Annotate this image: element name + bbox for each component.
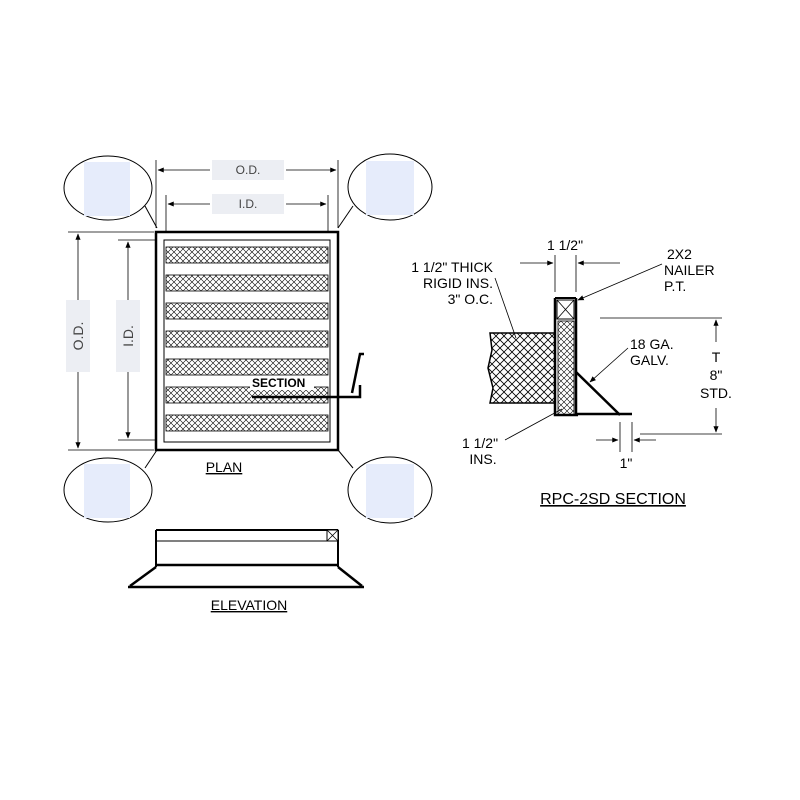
galv-label-line2: GALV.	[630, 352, 669, 368]
insulation-strips	[165, 246, 329, 432]
height-label-line1: T	[712, 349, 721, 365]
callout-ins: 1 1/2" INS.	[462, 408, 563, 467]
curb-wall-insulation	[557, 320, 575, 416]
dim-id-horizontal-label: I.D.	[239, 197, 258, 211]
dim-id-vertical-label: I.D.	[120, 325, 136, 347]
elevation-nailer	[326, 529, 339, 542]
rigid-insulation	[487, 332, 556, 404]
section-cut-marker: SECTION	[250, 352, 364, 399]
section-marker-label: SECTION	[252, 376, 305, 390]
corner-callout-bottom-right	[337, 449, 433, 524]
nailer-2x2	[556, 299, 575, 320]
rigid-label-line3: 3" O.C.	[448, 291, 493, 307]
elevation-title: ELEVATION	[211, 597, 288, 613]
nailer-label-line3: P.T.	[664, 278, 686, 294]
corner-callout-bottom-left	[63, 449, 158, 523]
dim-flange-label: 1"	[620, 455, 633, 471]
insulation-strip	[165, 386, 329, 404]
insulation-strip	[165, 330, 329, 348]
height-label-line3: STD.	[700, 385, 732, 401]
rigid-label-line2: RIGID INS.	[423, 275, 493, 291]
dim-flange: 1"	[596, 422, 656, 471]
dim-id-horizontal: I.D.	[165, 194, 329, 232]
section-title: RPC-2SD SECTION	[540, 491, 686, 508]
corner-callout-top-left	[63, 155, 158, 229]
plan-view: O.D. I.D. O.D. I.D.	[63, 153, 433, 524]
corner-callout-top-right	[337, 153, 433, 229]
insulation-strip	[165, 358, 329, 376]
elevation-view: ELEVATION	[128, 529, 364, 613]
ins-label-line2: INS.	[469, 451, 496, 467]
insulation-strip	[165, 246, 329, 264]
ins-label-line1: 1 1/2"	[462, 435, 498, 451]
plan-title: PLAN	[206, 459, 243, 475]
dim-od-vertical: O.D.	[66, 231, 154, 451]
insulation-strip	[165, 302, 329, 320]
insulation-strip	[165, 274, 329, 292]
dim-od-horizontal: O.D.	[155, 160, 339, 228]
callout-nailer: 2X2 NAILER P.T.	[577, 246, 715, 301]
section-detail: 1 1/2" 2X2 NAILER P.T. 1 1/2" THICK RIGI…	[411, 237, 732, 508]
dim-id-vertical: I.D.	[116, 239, 164, 441]
rigid-label-line1: 1 1/2" THICK	[411, 259, 493, 275]
dim-od-vertical-label: O.D.	[70, 322, 86, 351]
insulation-strip	[165, 414, 329, 432]
height-label-line2: 8"	[710, 367, 723, 383]
callout-rigid-insulation: 1 1/2" THICK RIGID INS. 3" O.C.	[411, 259, 517, 339]
dim-height: T 8" STD.	[600, 317, 732, 435]
dim-top: 1 1/2"	[520, 237, 620, 292]
nailer-label-line1: 2X2	[667, 246, 692, 262]
nailer-label-line2: NAILER	[664, 262, 715, 278]
galv-label-line1: 18 GA.	[630, 336, 674, 352]
dim-od-horizontal-label: O.D.	[236, 163, 261, 177]
galv-flange	[575, 371, 632, 416]
callout-galv: 18 GA. GALV.	[589, 336, 674, 383]
dim-top-label: 1 1/2"	[547, 237, 583, 253]
